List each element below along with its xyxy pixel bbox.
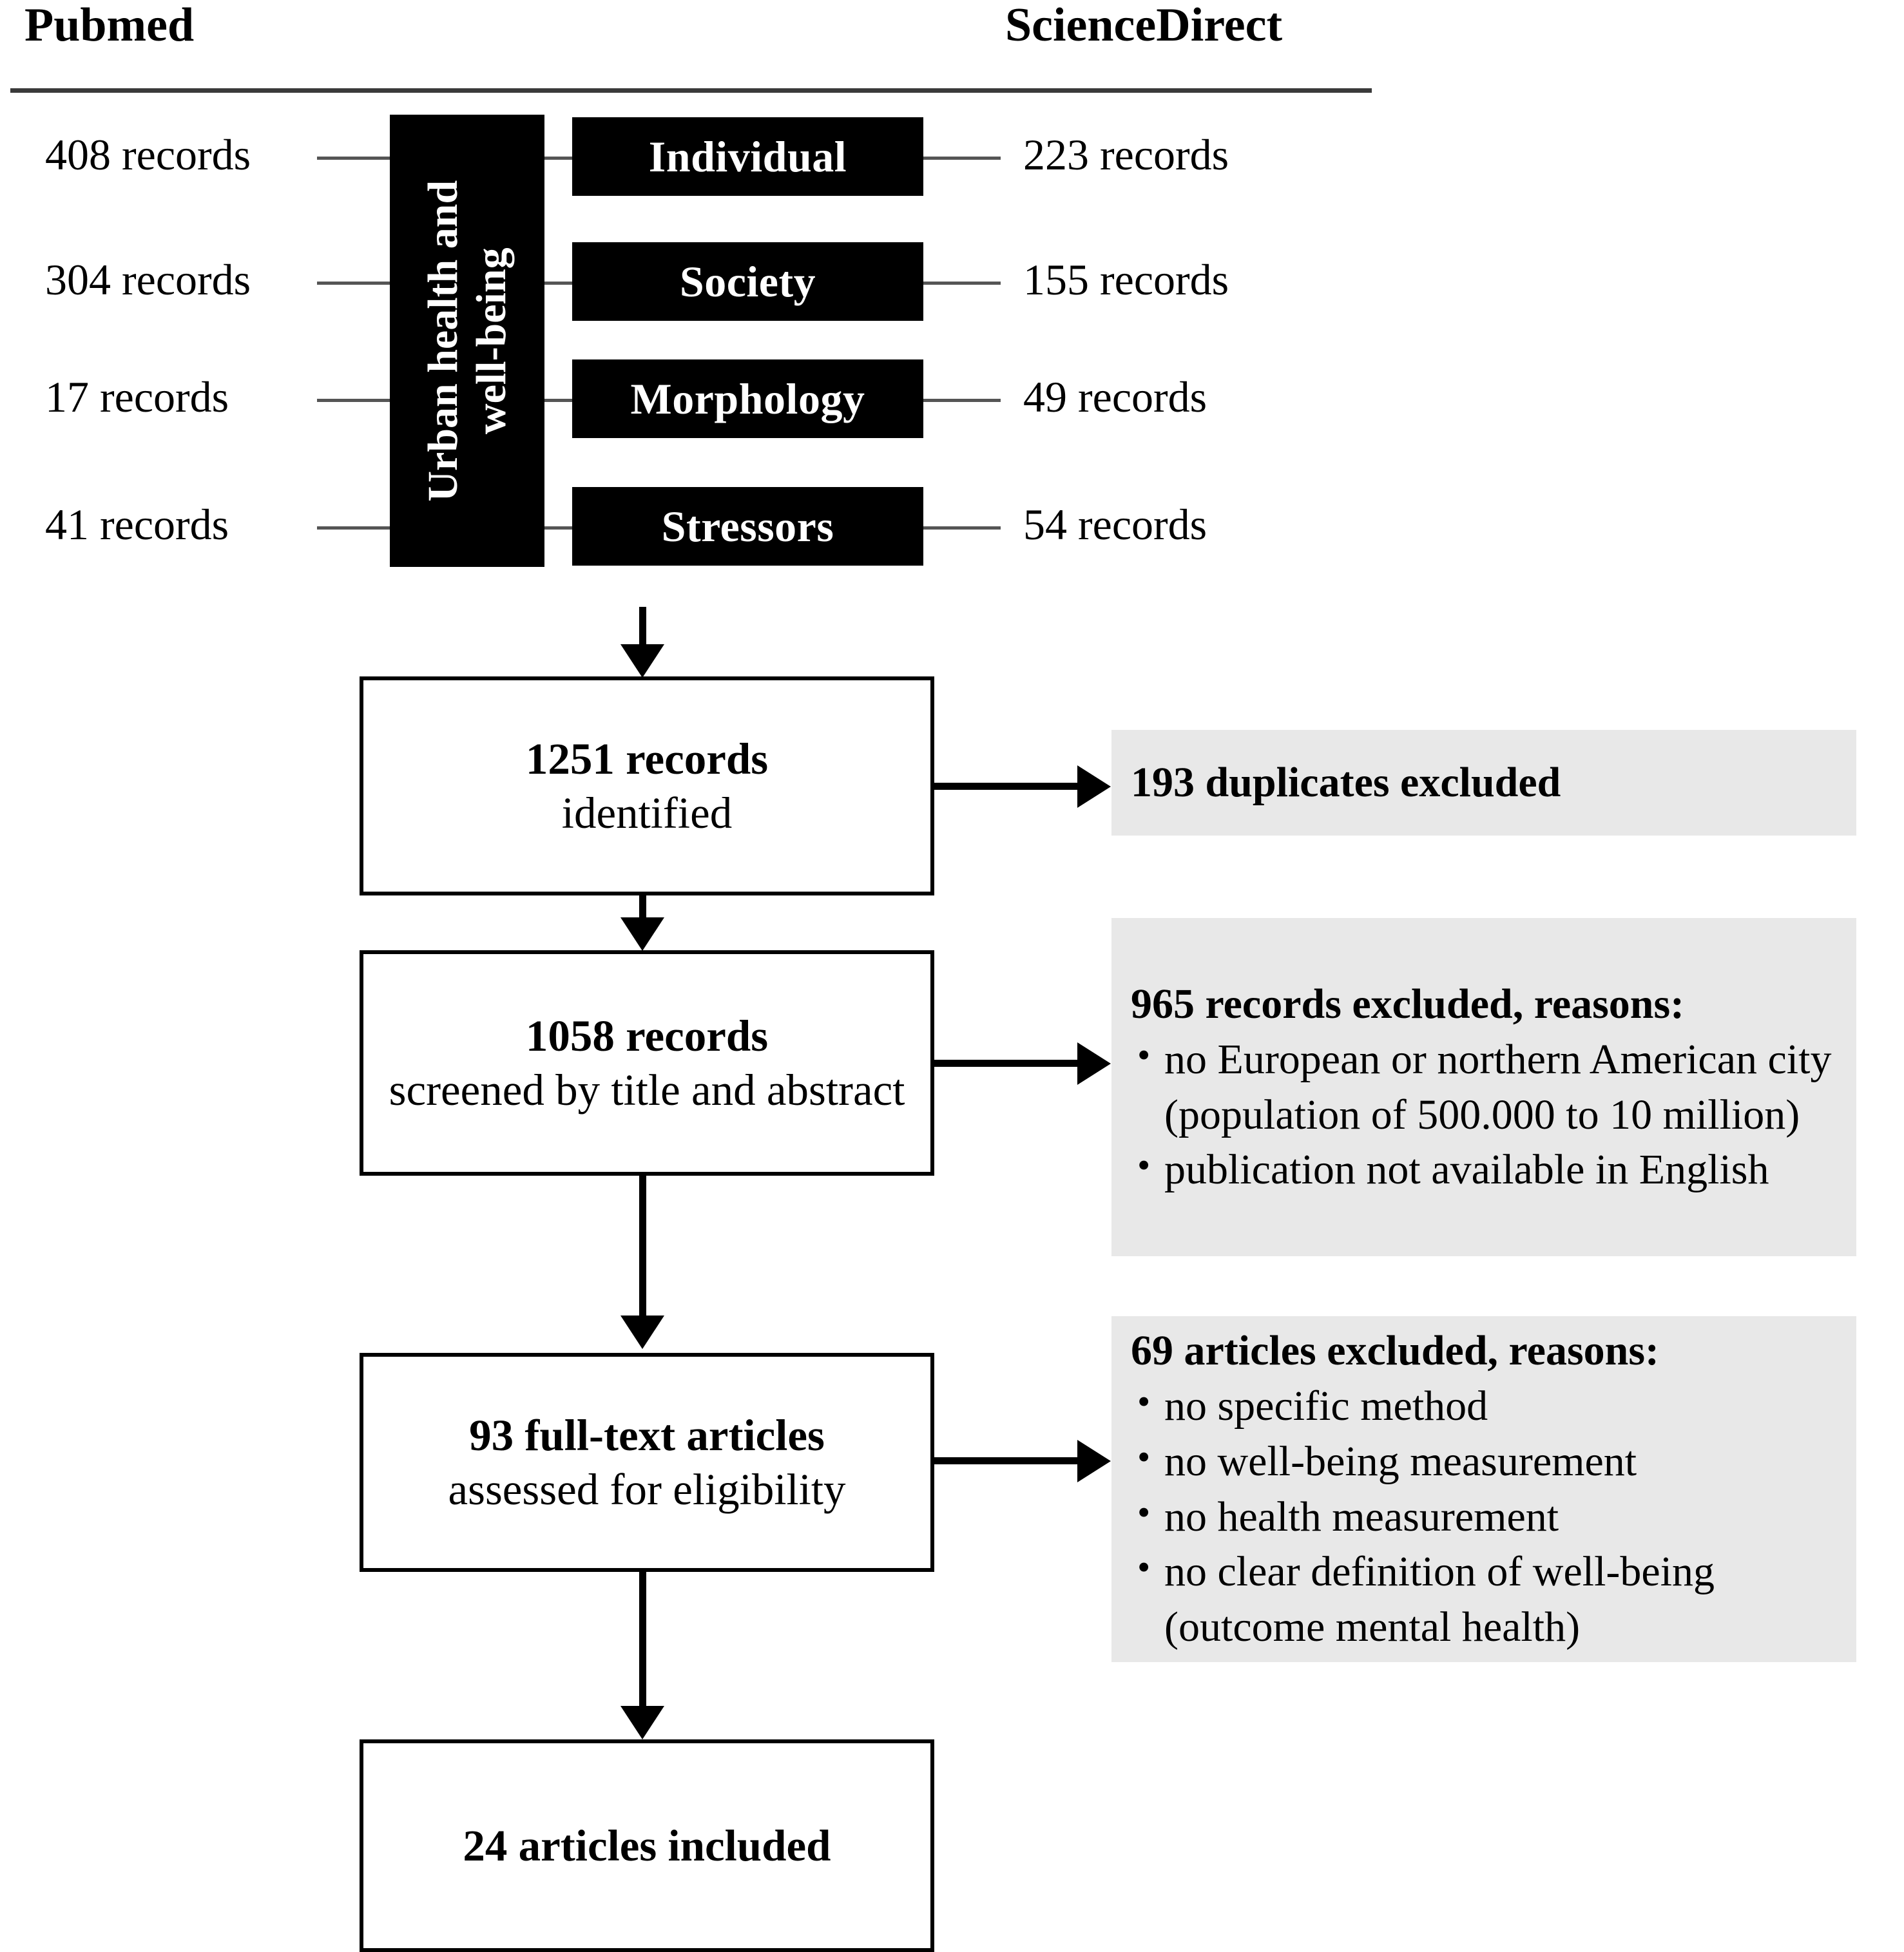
header-divider [10,88,1372,93]
arrow-head-to-stage-4 [620,1706,664,1739]
stage-1-count: 1251 records [525,734,769,783]
sciencedirect-records-morphology: 49 records [1023,372,1207,421]
connector-line-right-3 [923,399,1001,402]
category-label-individual: Individual [648,132,847,181]
stage-box-fulltext-assessed: 93 full-text articles assessed for eligi… [360,1353,934,1572]
exclusion-box-articles: 69 articles excluded, reasons: no specif… [1111,1316,1856,1662]
exclusion-1-content: 193 duplicates excluded [1131,755,1840,810]
sciencedirect-records-society: 155 records [1023,255,1229,304]
arrow-shaft-to-stage-2 [639,895,646,920]
source-label-sciencedirect: ScienceDirect [1005,0,1283,52]
category-box-individual: Individual [572,117,923,196]
list-item: publication not available in English [1131,1141,1840,1198]
list-item: no European or northern American city (p… [1131,1031,1840,1143]
arrow-head-to-exclusion-1 [1077,765,1111,808]
connector-line-left-1 [317,157,393,160]
connector-line-right-4 [923,526,1001,530]
arrow-head-to-stage-2 [620,917,664,951]
stage-1-text: 1251 records identified [514,732,780,840]
pubmed-records-individual: 408 records [45,130,251,179]
stage-4-text: 24 articles included [451,1819,842,1873]
arrow-head-to-exclusion-3 [1077,1440,1111,1482]
connector-line-left-3 [317,399,393,402]
sciencedirect-records-stressors: 54 records [1023,500,1207,549]
arrow-shaft-to-stage-4 [639,1572,646,1708]
stage-2-text: 1058 records screened by title and abstr… [378,1009,917,1117]
category-box-stressors: Stressors [572,487,923,566]
source-label-pubmed: Pubmed [24,0,195,52]
stage-1-desc: identified [561,789,733,837]
arrow-shaft-to-stage-1 [639,607,646,647]
stage-box-records-screened: 1058 records screened by title and abstr… [360,950,934,1176]
arrow-shaft-to-exclusion-3 [934,1457,1079,1464]
exclusion-2-heading: 965 records excluded, reasons: [1131,980,1685,1028]
category-label-morphology: Morphology [630,374,865,423]
list-item: no health measurement [1131,1488,1840,1545]
connector-line-mid-4 [544,526,574,530]
pubmed-records-society: 304 records [45,255,251,304]
category-label-society: Society [679,257,816,306]
stage-2-desc: screened by title and abstract [389,1066,905,1115]
category-label-stressors: Stressors [661,502,834,551]
stage-4-count: 24 articles included [463,1821,831,1870]
exclusion-3-reason-list: no specific method no well-being measure… [1131,1377,1840,1655]
exclusion-3-heading: 69 articles excluded, reasons: [1131,1327,1660,1375]
pubmed-records-morphology: 17 records [45,372,229,421]
connector-line-left-2 [317,282,393,285]
exclusion-box-duplicates: 193 duplicates excluded [1111,730,1856,836]
arrow-head-to-stage-3 [620,1316,664,1349]
exclusion-2-content: 965 records excluded, reasons: no Europe… [1131,977,1840,1198]
connector-line-right-1 [923,157,1001,160]
connector-line-right-2 [923,282,1001,285]
connector-line-mid-3 [544,399,574,402]
arrow-shaft-to-exclusion-2 [934,1060,1079,1067]
arrow-shaft-to-stage-3 [639,1176,646,1317]
category-box-morphology: Morphology [572,359,923,438]
theme-box-line-2: well-being [468,247,515,434]
stage-2-count: 1058 records [525,1011,769,1060]
stage-box-records-identified: 1251 records identified [360,676,934,895]
category-box-society: Society [572,242,923,321]
exclusion-box-records: 965 records excluded, reasons: no Europe… [1111,918,1856,1256]
stage-3-text: 93 full-text articles assessed for eligi… [436,1408,857,1517]
theme-box-line-1: Urban health and [419,180,466,502]
list-item: no clear definition of well-being (outco… [1131,1543,1840,1655]
arrow-shaft-to-exclusion-1 [934,783,1079,790]
stage-3-desc: assessed for eligibility [448,1465,846,1514]
arrow-head-to-stage-1 [620,644,664,678]
pubmed-records-stressors: 41 records [45,500,229,549]
exclusion-3-content: 69 articles excluded, reasons: no specif… [1131,1323,1840,1655]
connector-line-left-4 [317,526,393,530]
exclusion-1-heading: 193 duplicates excluded [1131,759,1561,807]
arrow-head-to-exclusion-2 [1077,1042,1111,1085]
list-item: no well-being measurement [1131,1433,1840,1489]
list-item: no specific method [1131,1377,1840,1434]
stage-3-count: 93 full-text articles [469,1410,825,1460]
connector-line-mid-1 [544,157,574,160]
stage-box-articles-included: 24 articles included [360,1739,934,1952]
connector-line-mid-2 [544,282,574,285]
theme-box-text: Urban health and well-being [419,180,515,502]
theme-box-urban-health-wellbeing: Urban health and well-being [390,115,544,567]
exclusion-2-reason-list: no European or northern American city (p… [1131,1031,1840,1198]
sciencedirect-records-individual: 223 records [1023,130,1229,179]
